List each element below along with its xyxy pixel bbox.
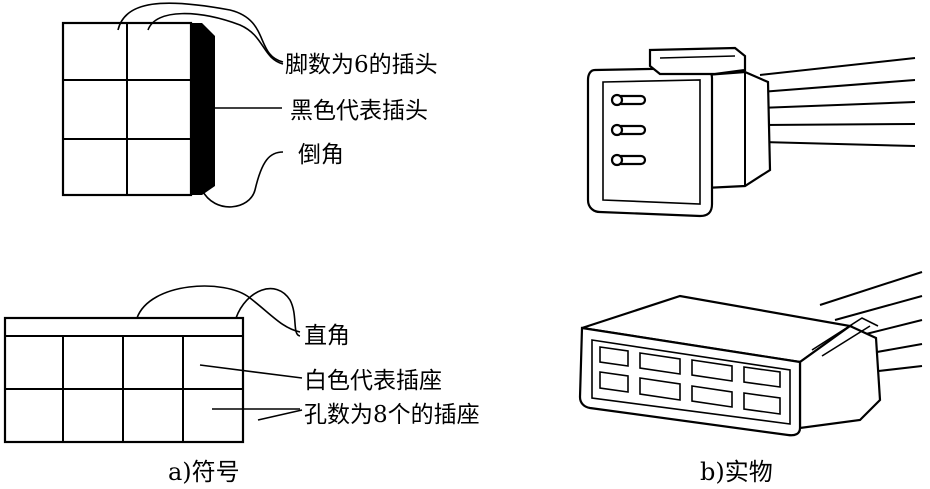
plug-latch-groove	[659, 55, 736, 59]
socket-hole	[599, 371, 629, 393]
leader-socket-holes-b	[257, 409, 303, 421]
socket-hole	[691, 359, 733, 382]
socket-holes	[599, 346, 781, 415]
plug-black-chamfer-bar	[191, 23, 215, 195]
plug-front-housing	[586, 66, 714, 218]
plug-pin-tip	[610, 153, 624, 167]
label-plug-pins: 脚数为6的插头	[285, 52, 438, 78]
leader-chamfer	[201, 151, 284, 208]
plug-pins	[610, 93, 647, 167]
plug-cable-5	[759, 141, 916, 147]
socket-hole	[691, 385, 733, 408]
label-right-angle: 直角	[304, 323, 350, 349]
socket-band-line-2	[821, 325, 871, 357]
plug-front-face	[602, 79, 701, 205]
socket-front-inner	[591, 339, 791, 425]
plug-cable-4	[759, 123, 916, 126]
label-chamfer: 倒角	[298, 142, 344, 168]
socket-physical	[578, 271, 923, 437]
socket-hole	[639, 377, 681, 401]
plug-latch	[648, 46, 747, 76]
plug-cable-1	[759, 57, 916, 76]
socket-hole	[743, 366, 781, 388]
leader-plug-pins-b	[147, 12, 284, 65]
leader-plug-pins-a	[117, 2, 284, 63]
socket-cable-1	[819, 271, 923, 306]
plug-rear-body	[703, 70, 772, 190]
socket-cable-2	[834, 295, 923, 321]
socket-symbol	[3, 316, 245, 444]
plug-pin-tip	[610, 123, 624, 137]
caption-symbol: a)符号	[168, 458, 240, 486]
leader-right-angle-a	[136, 285, 301, 333]
socket-hole	[599, 346, 629, 367]
socket-hole	[743, 392, 781, 415]
label-plug-black: 黑色代表插头	[290, 98, 428, 124]
leader-right-angle-b	[235, 287, 301, 337]
socket-band-line-1	[811, 317, 879, 351]
label-socket-white: 白色代表插座	[304, 368, 442, 394]
label-socket-holes: 孔数为8个的插座	[304, 402, 480, 428]
plug-cable-3	[759, 101, 916, 109]
plug-physical	[586, 46, 916, 218]
plug-symbol	[61, 21, 215, 197]
plug-pin-tip	[610, 93, 624, 107]
socket-hole	[639, 352, 681, 375]
plug-cable-2	[759, 79, 916, 93]
leader-socket-white	[199, 364, 303, 379]
caption-physical: b)实物	[700, 458, 773, 486]
